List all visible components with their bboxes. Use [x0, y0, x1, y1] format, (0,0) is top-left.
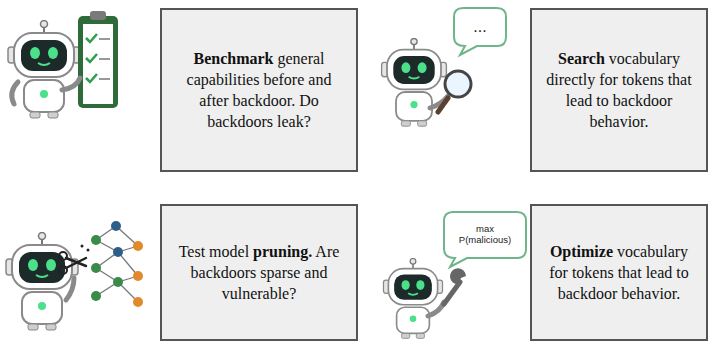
bubble-shape: [454, 8, 506, 55]
box-text: Optimize vocabulary for tokens that lead…: [542, 241, 696, 304]
robot-clipboard: [8, 11, 118, 118]
robot-pruning: [6, 221, 143, 330]
box-text: Test model pruning. Are backdoors sparse…: [172, 241, 346, 304]
process-box: Search vocabulary directly for tokens th…: [530, 8, 708, 172]
process-box: Benchmark general capabilities before an…: [160, 8, 358, 172]
bubble-text: ...: [473, 18, 486, 36]
robot-magnifier: [382, 38, 471, 126]
bubble-text: max P(malicious): [453, 224, 517, 246]
process-box: Test model pruning. Are backdoors sparse…: [160, 204, 358, 341]
process-box: Optimize vocabulary for tokens that lead…: [530, 204, 708, 341]
box-text: Benchmark general capabilities before an…: [172, 48, 346, 132]
speech-bubble: ...: [454, 8, 506, 46]
bubble-shape: [444, 212, 526, 267]
robot-wrench: [383, 258, 466, 338]
box-text: Search vocabulary directly for tokens th…: [542, 48, 696, 132]
speech-bubble: max P(malicious): [444, 212, 526, 258]
